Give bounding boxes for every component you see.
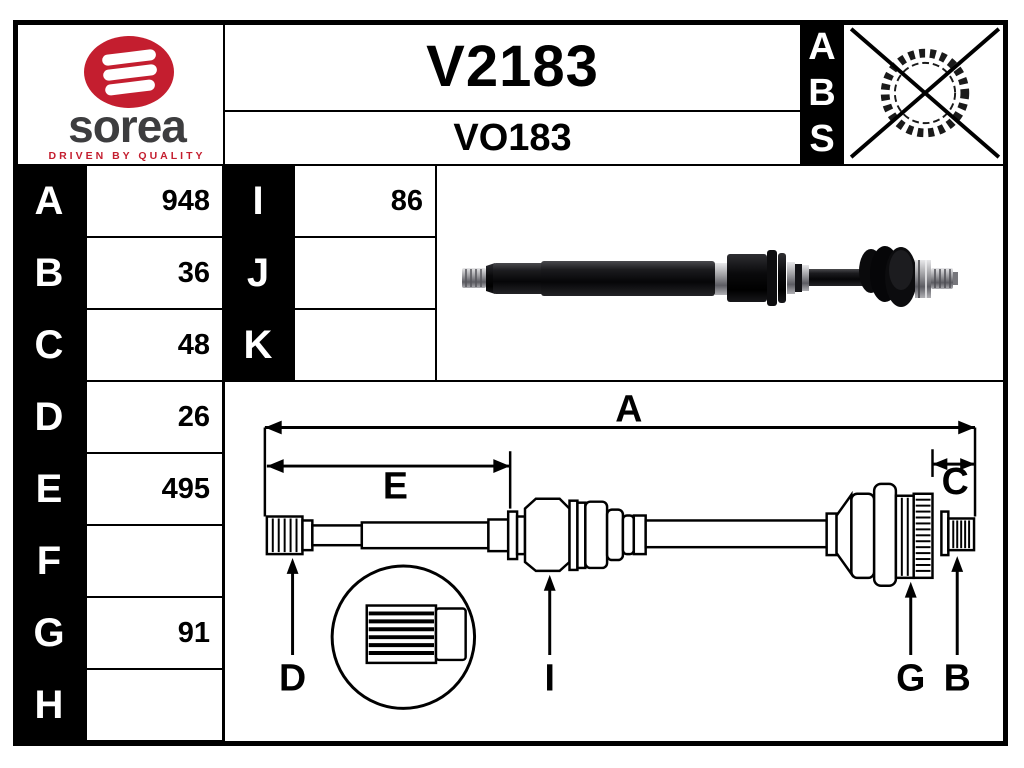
shaft-outline — [265, 482, 976, 587]
row-value: 948 — [85, 164, 224, 238]
table-row: F — [13, 524, 224, 598]
dim-label-a: A — [615, 388, 642, 430]
row-label: H — [13, 668, 85, 742]
row-label: B — [13, 236, 85, 310]
logo-s-bars — [102, 49, 157, 96]
row-value: 26 — [85, 380, 224, 454]
row-label: C — [13, 308, 85, 382]
row-label: D — [13, 380, 85, 454]
table-row: D 26 — [13, 380, 224, 454]
row-label: I — [223, 164, 293, 238]
dimension-drawing-cell: A E C D I G B — [223, 380, 1008, 746]
table-row: C 48 — [13, 308, 224, 382]
table-row: B 36 — [13, 236, 224, 310]
row-value: 36 — [85, 236, 224, 310]
row-value — [293, 308, 437, 382]
table-row: E 495 — [13, 452, 224, 526]
product-photo-cell — [435, 164, 1008, 382]
dim-label-b: B — [944, 657, 971, 699]
abs-icon-cell — [842, 20, 1008, 166]
table-row: J — [223, 236, 437, 310]
row-value — [85, 668, 224, 742]
crossed-abs-ring-icon — [849, 27, 1001, 159]
part-number-cell: V2183 — [223, 20, 802, 112]
part-number: V2183 — [426, 33, 599, 99]
row-value: 48 — [85, 308, 224, 382]
callout-arrows — [291, 567, 959, 655]
row-value: 495 — [85, 452, 224, 526]
brand-wordmark: sorea — [68, 100, 187, 152]
brand-logo-cell: sorea DRIVEN BY QUALITY — [13, 20, 225, 166]
drive-shaft-photo — [462, 246, 958, 307]
dim-label-c: C — [942, 460, 969, 502]
dim-label-i: I — [545, 657, 555, 699]
row-value: 91 — [85, 596, 224, 670]
drive-shaft-dimension-drawing: A E C D I G B — [263, 388, 977, 710]
table-row: A 948 — [13, 164, 224, 238]
reference-number: VO183 — [453, 116, 572, 159]
row-value — [85, 524, 224, 598]
abs-label-strip: A B S — [800, 20, 844, 166]
row-label: A — [13, 164, 85, 238]
sorea-logo-icon: sorea DRIVEN BY QUALITY — [49, 36, 206, 162]
dim-label-e: E — [383, 465, 408, 507]
abs-letter-b: B — [808, 72, 836, 114]
table-row: I 86 — [223, 164, 437, 238]
hatch-lines — [271, 497, 971, 576]
row-value — [293, 236, 437, 310]
table-row: G 91 — [13, 596, 224, 670]
row-label: J — [223, 236, 293, 310]
row-value: 86 — [293, 164, 437, 238]
dim-label-g: G — [896, 657, 925, 699]
row-label: F — [13, 524, 85, 598]
dimension-arrowheads — [264, 420, 976, 598]
brand-tagline: DRIVEN BY QUALITY — [49, 150, 206, 162]
abs-letter-a: A — [808, 26, 836, 68]
dimension-labels: A E C D I G B — [279, 388, 971, 699]
row-label: E — [13, 452, 85, 526]
table-row: H — [13, 668, 224, 742]
reference-cell: VO183 — [223, 110, 802, 166]
table-row: K — [223, 308, 437, 382]
spline-detail-magnifier — [330, 564, 477, 710]
row-label: K — [223, 308, 293, 382]
dim-label-d: D — [279, 657, 306, 699]
abs-letter-s: S — [809, 118, 835, 160]
shaft-photo-shapes — [462, 246, 958, 307]
row-label: G — [13, 596, 85, 670]
